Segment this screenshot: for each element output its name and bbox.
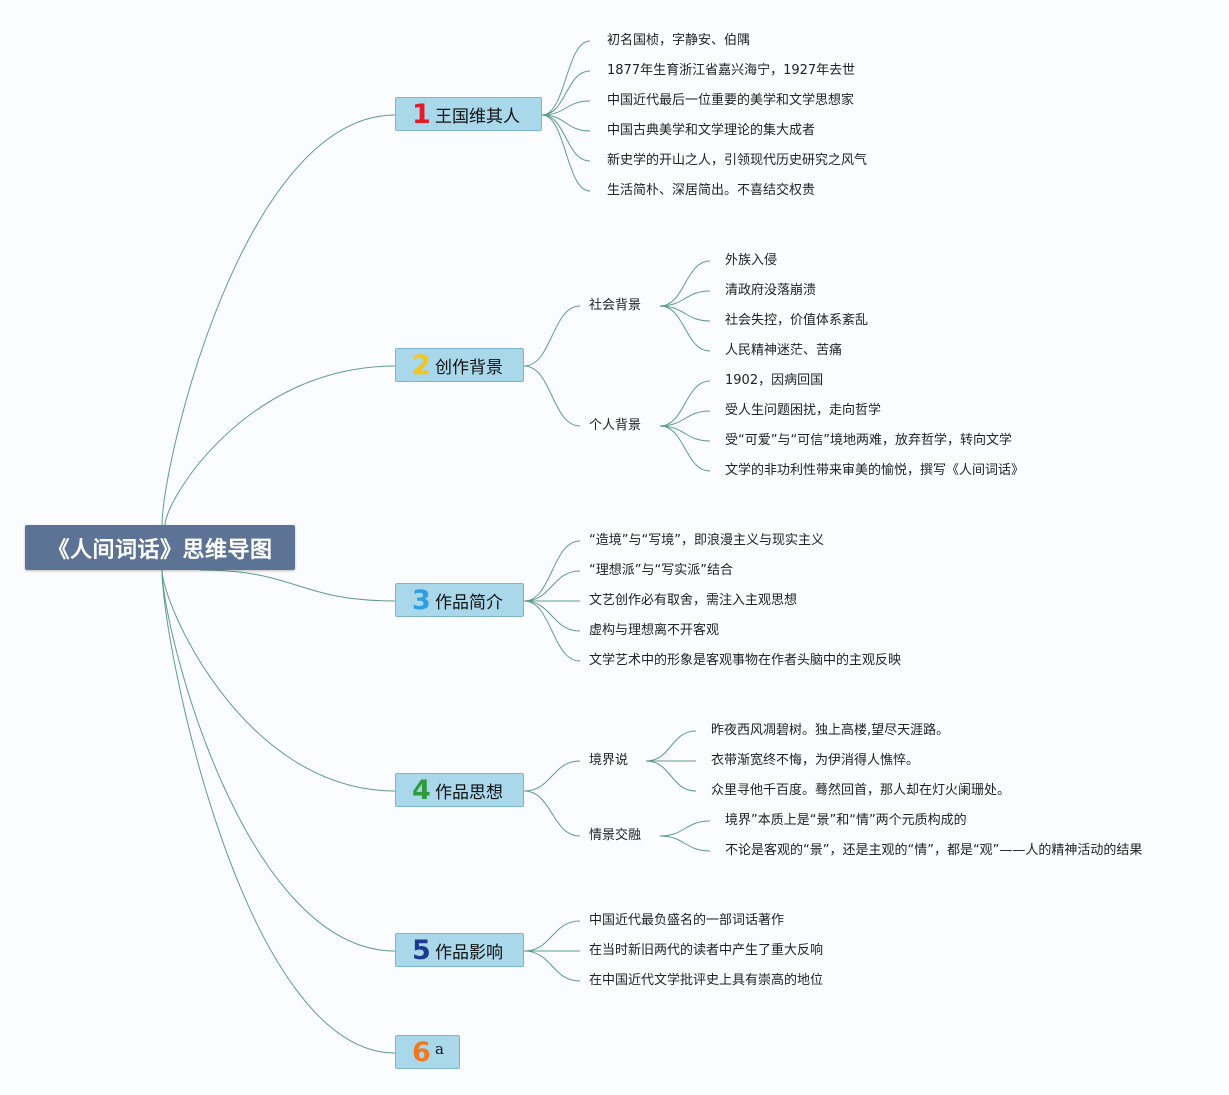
connector-6 [541,40,591,116]
leaf-2-1-3[interactable]: 社会失控，价值体系紊乱 [725,313,869,328]
branch-4-topic[interactable]: 4 作品思想 [395,773,524,807]
leaf-1-5[interactable]: 新史学的开山之人，引领现代历史研究之风气 [607,153,868,168]
branch-6-topic[interactable]: 6 a [395,1035,460,1069]
connector-34 [523,920,581,952]
branch-5-number: 5 [412,934,431,966]
leaf-4-1-3[interactable]: 众里寻他千百度。蓦然回首，那人却在灯火阑珊处。 [711,783,1011,798]
branch-3-number: 3 [412,584,431,616]
connector-25 [523,600,581,632]
connector-19 [659,410,711,427]
connector-32 [659,820,711,837]
connector-12 [523,305,581,367]
leaf-1-1[interactable]: 初名国桢，字静安、伯隅 [607,33,751,48]
connector-36 [523,950,581,982]
branch-5-label: 作品影响 [435,942,503,963]
subtopic-social-background[interactable]: 社会背景 [589,298,642,313]
connector-33 [659,835,711,852]
connector-28 [523,790,581,837]
leaf-4-2-1[interactable]: 境界”本质上是“景”和“情”两个元质构成的 [725,813,967,828]
leaf-3-2[interactable]: “理想派”与“写实派”结合 [589,563,733,578]
leaf-1-2[interactable]: 1877年生育浙江省嘉兴海宁，1927年去世 [607,63,856,78]
branch-4-number: 4 [412,774,431,806]
branch-4-label: 作品思想 [435,782,503,803]
leaf-2-2-1[interactable]: 1902，因病回国 [725,373,824,388]
branch-2-topic[interactable]: 2 创作背景 [395,348,524,382]
connector-17 [659,305,711,352]
connector-9 [541,114,591,132]
trunk-4 [161,569,396,952]
leaf-5-1[interactable]: 中国近代最负盛名的一部词话著作 [589,913,785,928]
trunk-1 [164,365,396,526]
connector-8 [541,100,591,116]
central-title: 《人间词话》思维导图 [47,537,273,563]
leaf-4-1-1[interactable]: 昨夜西风凋碧树。独上高楼,望尽天涯路。 [711,723,950,738]
leaf-5-2[interactable]: 在当时新旧两代的读者中产生了重大反响 [589,943,824,958]
leaf-5-3[interactable]: 在中国近代文学批评史上具有崇高的地位 [589,973,824,988]
leaf-3-4[interactable]: 虚构与理想离不开客观 [589,623,720,638]
branch-6-number: 6 [412,1036,431,1068]
connector-20 [659,425,711,442]
leaf-3-3[interactable]: 文艺创作必有取舍，需注入主观思想 [589,593,798,608]
trunk-3 [161,569,396,792]
subtopic-personal-background[interactable]: 个人背景 [589,418,642,433]
connector-26 [523,600,581,662]
leaf-2-1-2[interactable]: 清政府没落崩溃 [725,283,817,298]
connector-13 [523,365,581,427]
leaf-1-3[interactable]: 中国近代最后一位重要的美学和文学思想家 [607,93,855,108]
connector-16 [659,305,711,322]
trunk-5 [161,569,396,1054]
connector-21 [659,425,711,472]
branch-2-number: 2 [412,349,431,381]
branch-3-label: 作品简介 [435,592,503,613]
leaf-4-2-2[interactable]: 不论是客观的“景”，还是主观的“情”，都是“观”——人的精神活动的结果 [725,843,1143,858]
connector-2 [199,569,396,602]
connector-10 [541,114,591,162]
connector-22 [523,540,581,602]
leaf-2-2-3[interactable]: 受“可爱”与“可信”境地两难，放弃哲学，转向文学 [725,433,1012,448]
leaf-2-1-1[interactable]: 外族入侵 [725,253,778,268]
subtopic-scene-emotion[interactable]: 情景交融 [589,828,642,843]
subtopic-realm-theory[interactable]: 境界说 [589,753,629,768]
leaf-2-2-2[interactable]: 受人生问题困扰，走向哲学 [725,403,882,418]
connector-15 [659,290,711,307]
connector-18 [659,380,711,427]
trunk-0 [161,114,396,526]
leaf-2-1-4[interactable]: 人民精神迷茫、苦痛 [725,343,843,358]
connector-27 [523,760,581,792]
connector-11 [541,114,591,192]
connector-23 [523,570,581,602]
branch-1-number: 1 [412,98,431,130]
leaf-1-4[interactable]: 中国古典美学和文学理论的集大成者 [607,123,816,138]
branch-1-label: 王国维其人 [435,106,520,127]
leaf-3-1[interactable]: “造境”与“写境”，即浪漫主义与现实主义 [589,533,824,548]
branch-2-label: 创作背景 [435,357,503,378]
branch-3-topic[interactable]: 3 作品简介 [395,583,524,617]
leaf-1-6[interactable]: 生活简朴、深居简出。不喜结交权贵 [607,183,816,198]
connector-29 [645,730,697,762]
central-topic[interactable]: 《人间词话》思维导图 [25,525,295,570]
connector-14 [659,260,711,307]
leaf-4-1-2[interactable]: 衣带渐宽终不悔，为伊消得人憔悴。 [711,753,920,768]
connector-7 [541,70,591,116]
branch-6-label: a [435,1040,444,1058]
leaf-2-2-4[interactable]: 文学的非功利性带来审美的愉悦，撰写《人间词话》 [725,463,1025,478]
connector-31 [645,760,697,792]
leaf-3-5[interactable]: 文学艺术中的形象是客观事物在作者头脑中的主观反映 [589,653,902,668]
branch-5-topic[interactable]: 5 作品影响 [395,933,524,967]
branch-1-topic[interactable]: 1 王国维其人 [395,97,542,131]
